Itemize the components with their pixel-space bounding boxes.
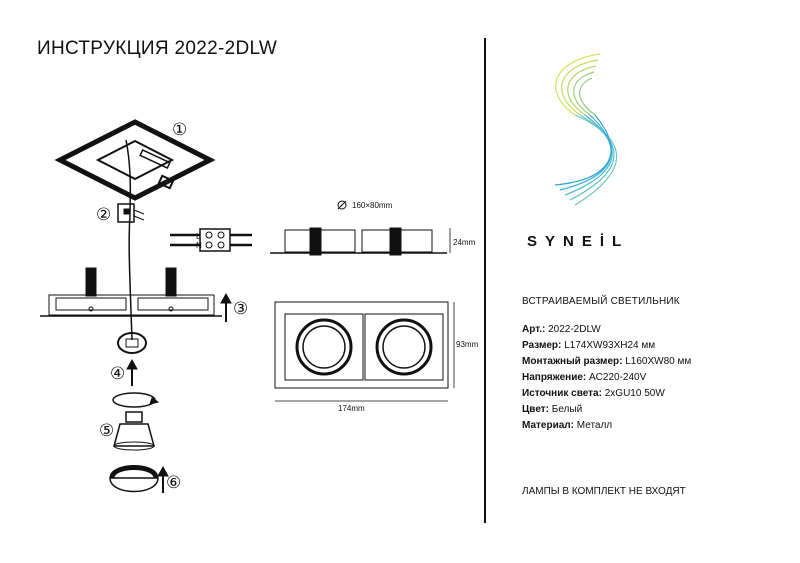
spec-label: Цвет: <box>522 404 549 415</box>
product-type: ВСТРАИВАЕМЫЙ СВЕТИЛЬНИК <box>522 296 680 307</box>
spec-value: 2022-2DLW <box>548 324 601 335</box>
spec-label: Размер: <box>522 340 562 351</box>
spec-label: Арт.: <box>522 324 546 335</box>
spec-row: Размер: L174XW93XH24 мм <box>522 338 655 354</box>
step-1-label: ① <box>172 120 188 139</box>
syneil-logo-icon <box>554 53 618 206</box>
spec-value: Металл <box>576 420 613 431</box>
ceiling-panel <box>54 119 216 201</box>
step-6-label: ⑥ <box>166 473 182 492</box>
depth-dimension: 93mm <box>456 340 479 349</box>
page-title: ИНСТРУКЦИЯ 2022-2DLW <box>37 38 278 59</box>
vertical-divider <box>484 38 486 523</box>
spec-label: Материал: <box>522 420 574 431</box>
step-4-label: ④ <box>110 364 126 383</box>
spec-value: L160XW80 мм <box>625 356 692 367</box>
arrow-up-icon <box>220 292 232 322</box>
terminal-block <box>170 228 252 252</box>
step-5-label: ⑤ <box>99 421 115 440</box>
spec-row: Материал: Металл <box>522 418 612 434</box>
decor-ring <box>109 465 159 493</box>
arrow-up-icon <box>126 358 138 386</box>
arrow-up-icon <box>157 465 169 493</box>
spec-value: AC220-240V <box>589 372 647 383</box>
connector <box>117 203 145 223</box>
rotate-arrow-icon <box>112 392 160 408</box>
spec-row: Цвет: Белый <box>522 402 582 418</box>
fixture-front-elevation <box>270 227 451 256</box>
power-wire <box>125 139 133 341</box>
spec-row: Монтажный размер: L160XW80 мм <box>522 354 691 370</box>
spec-label: Напряжение: <box>522 372 587 383</box>
fixture-top-view <box>274 301 455 402</box>
lamps-not-included-note: ЛАМПЫ В КОМПЛЕКТ НЕ ВХОДЯТ <box>522 486 686 497</box>
spec-row: Арт.: 2022-2DLW <box>522 322 601 338</box>
spec-value: Белый <box>551 404 583 415</box>
step-2-label: ② <box>96 205 112 224</box>
spec-row: Напряжение: AC220-240V <box>522 370 646 386</box>
height-dimension: 24mm <box>453 238 476 247</box>
gu10-bulb <box>113 411 155 451</box>
spec-value: 2xGU10 50W <box>604 388 665 399</box>
brand-wordmark: SYNEİL <box>527 233 630 250</box>
spec-label: Источник света: <box>522 388 602 399</box>
spec-row: Источник света: 2xGU10 50W <box>522 386 665 402</box>
step-3-label: ③ <box>233 299 249 318</box>
wire-label-l: L <box>196 232 201 241</box>
fixture-side-view <box>40 267 222 317</box>
spec-value: L174XW93XH24 мм <box>564 340 656 351</box>
lamp-socket <box>117 332 147 354</box>
wire-label-n: N <box>196 241 202 250</box>
cutout-dimension: 160×80mm <box>352 201 393 210</box>
cutout-icon <box>337 200 347 210</box>
spec-label: Монтажный размер: <box>522 356 623 367</box>
width-dimension: 174mm <box>338 404 365 413</box>
